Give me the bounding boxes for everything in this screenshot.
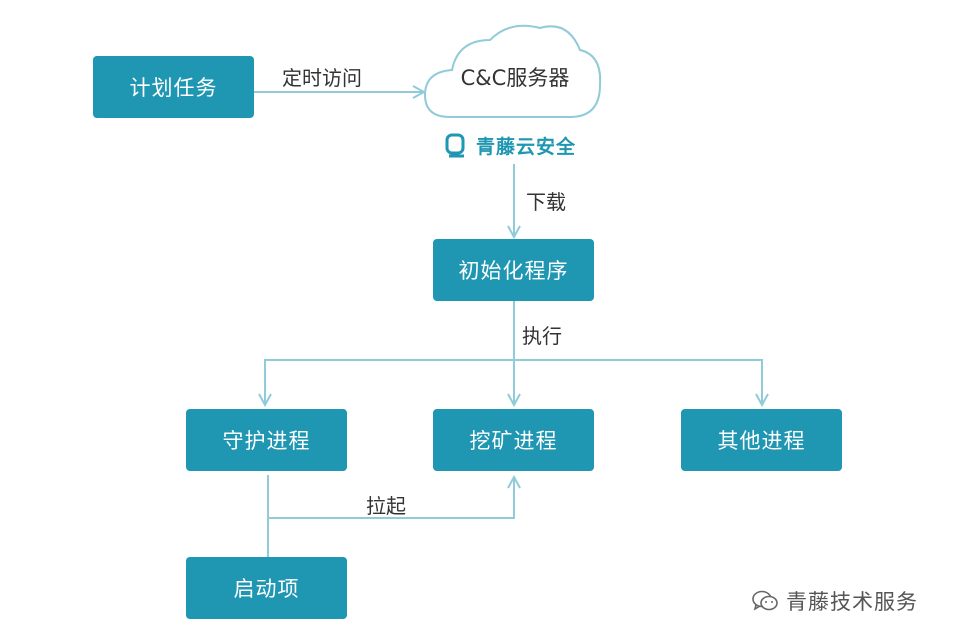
- label-execute: 执行: [522, 324, 562, 348]
- brand-name: 青藤云安全: [476, 136, 577, 158]
- node-cc-server: C&C服务器: [460, 66, 570, 90]
- node-guard-process: 守护进程: [186, 409, 347, 471]
- label-pull-up: 拉起: [366, 494, 406, 518]
- node-other-process: 其他进程: [681, 409, 842, 471]
- label-timed-access: 定时访问: [282, 66, 362, 90]
- brand: 青藤云安全: [444, 132, 576, 159]
- node-startup-item: 启动项: [186, 557, 347, 619]
- watermark: 青藤技术服务: [752, 586, 918, 616]
- label-download: 下载: [526, 190, 566, 214]
- edge-execute-branch: [264, 359, 763, 400]
- qingteng-logo-icon: [445, 133, 465, 157]
- watermark-text: 青藤技术服务: [786, 590, 918, 614]
- node-mining-process: 挖矿进程: [433, 409, 594, 471]
- wechat-icon: [752, 590, 778, 611]
- node-init-program: 初始化程序: [433, 239, 594, 301]
- edge-pull-up: [268, 477, 514, 519]
- node-scheduled-task: 计划任务: [93, 56, 254, 118]
